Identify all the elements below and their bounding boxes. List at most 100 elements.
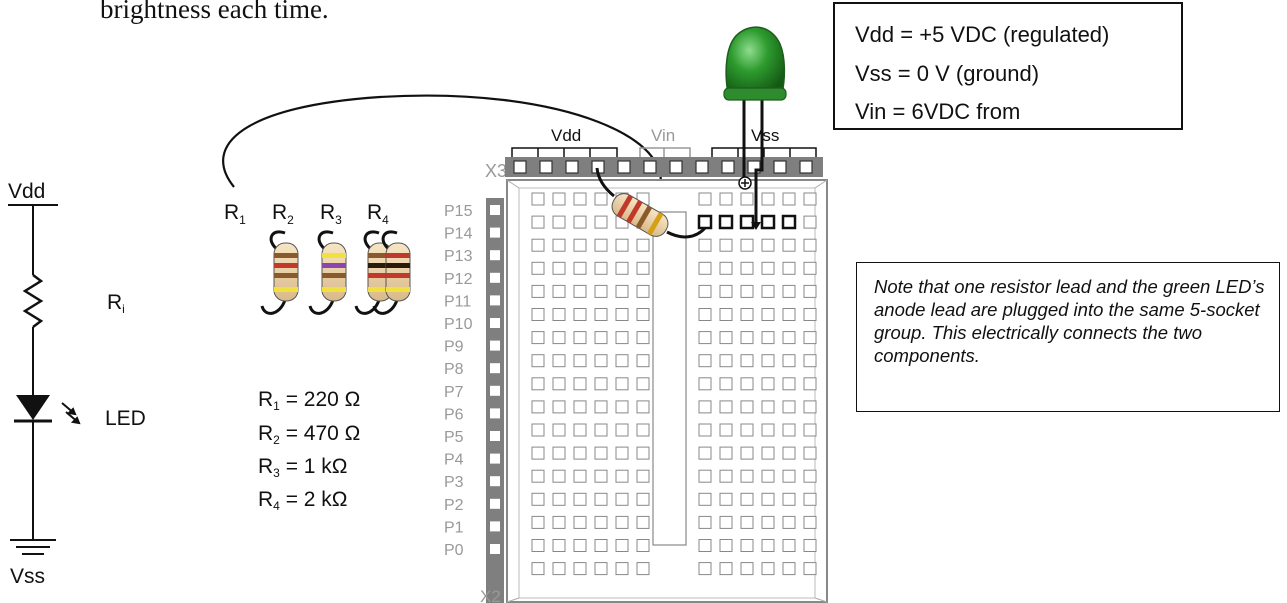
socket — [636, 284, 650, 298]
socket — [698, 308, 712, 321]
socket — [615, 562, 629, 576]
note-text: Note that one resistor lead and the gree… — [874, 276, 1265, 366]
resistor-value-r3: R3 = 1 kΩ — [258, 455, 348, 480]
pin-label: P6 — [444, 406, 464, 423]
socket-highlighted — [760, 214, 776, 230]
socket — [615, 539, 629, 552]
pin-socket — [490, 205, 500, 215]
header-socket — [617, 160, 631, 174]
socket — [782, 238, 796, 252]
socket — [782, 377, 796, 391]
socket — [573, 238, 587, 252]
socket — [552, 492, 566, 506]
supply-info-box: Vdd = +5 VDC (regulated) Vss = 0 V (grou… — [833, 2, 1183, 130]
socket — [615, 469, 629, 483]
socket — [740, 284, 754, 298]
pin-socket — [490, 408, 500, 419]
socket — [615, 446, 629, 460]
header-socket — [799, 160, 813, 174]
plugged-resistor — [595, 167, 707, 239]
pin-socket — [490, 250, 500, 261]
socket — [573, 492, 587, 506]
socket — [740, 469, 754, 483]
socket — [531, 377, 545, 391]
socket — [531, 446, 545, 460]
socket — [740, 562, 754, 576]
socket — [740, 331, 754, 345]
socket — [719, 423, 733, 437]
pin-label: P1 — [444, 519, 464, 536]
socket — [531, 238, 545, 252]
breadboard: X3 Vdd Vin Vss P15P14P13P12P11P10P9P8P7P… — [444, 126, 828, 603]
socket — [761, 377, 775, 391]
socket — [636, 377, 650, 391]
socket — [552, 308, 566, 321]
socket — [615, 515, 629, 529]
pin-label: P5 — [444, 429, 464, 446]
socket — [782, 492, 796, 506]
socket — [531, 215, 545, 229]
socket — [719, 377, 733, 391]
socket — [698, 446, 712, 460]
socket — [552, 354, 566, 368]
socket — [698, 354, 712, 368]
socket — [782, 515, 796, 529]
socket — [740, 354, 754, 368]
resistor-band — [274, 273, 298, 278]
header-socket — [513, 160, 527, 174]
long-wire — [222, 94, 662, 201]
socket — [698, 377, 712, 391]
socket — [782, 469, 796, 483]
socket — [740, 400, 754, 414]
socket — [761, 400, 775, 414]
resistor-band — [274, 287, 298, 292]
socket — [803, 469, 817, 483]
socket — [740, 261, 754, 275]
socket — [594, 469, 608, 483]
socket — [761, 539, 775, 552]
socket — [761, 469, 775, 483]
socket — [740, 423, 754, 437]
resistor-band — [368, 287, 392, 292]
pin-label: P11 — [444, 293, 471, 310]
socket — [552, 261, 566, 275]
pin-label: P9 — [444, 339, 464, 356]
resistor-band — [386, 287, 410, 292]
socket — [552, 331, 566, 345]
socket — [719, 446, 733, 460]
socket — [698, 192, 712, 206]
socket — [552, 562, 566, 576]
socket — [803, 562, 817, 576]
socket — [761, 423, 775, 437]
socket — [803, 515, 817, 529]
header-socket — [565, 160, 579, 174]
socket — [719, 515, 733, 529]
socket — [719, 400, 733, 414]
socket — [803, 261, 817, 275]
socket — [761, 446, 775, 460]
socket — [615, 354, 629, 368]
vdd-label: Vdd — [8, 180, 45, 203]
resistor-symbol — [22, 274, 44, 328]
resistor-band — [386, 263, 410, 268]
pin-socket — [490, 227, 500, 238]
pin-socket — [490, 498, 500, 509]
center-channel — [652, 211, 687, 546]
socket — [552, 377, 566, 391]
socket — [782, 284, 796, 298]
socket — [531, 539, 545, 552]
pin-socket — [490, 272, 500, 283]
socket — [636, 261, 650, 275]
socket — [761, 261, 775, 275]
socket — [719, 469, 733, 483]
socket — [803, 492, 817, 506]
socket — [594, 192, 608, 206]
socket — [698, 423, 712, 437]
socket — [636, 423, 650, 437]
supply-line-vin: Vin = 6VDC from — [855, 99, 1021, 124]
socket — [782, 261, 796, 275]
socket — [698, 515, 712, 529]
socket — [782, 539, 796, 552]
socket — [594, 284, 608, 298]
socket — [782, 331, 796, 345]
